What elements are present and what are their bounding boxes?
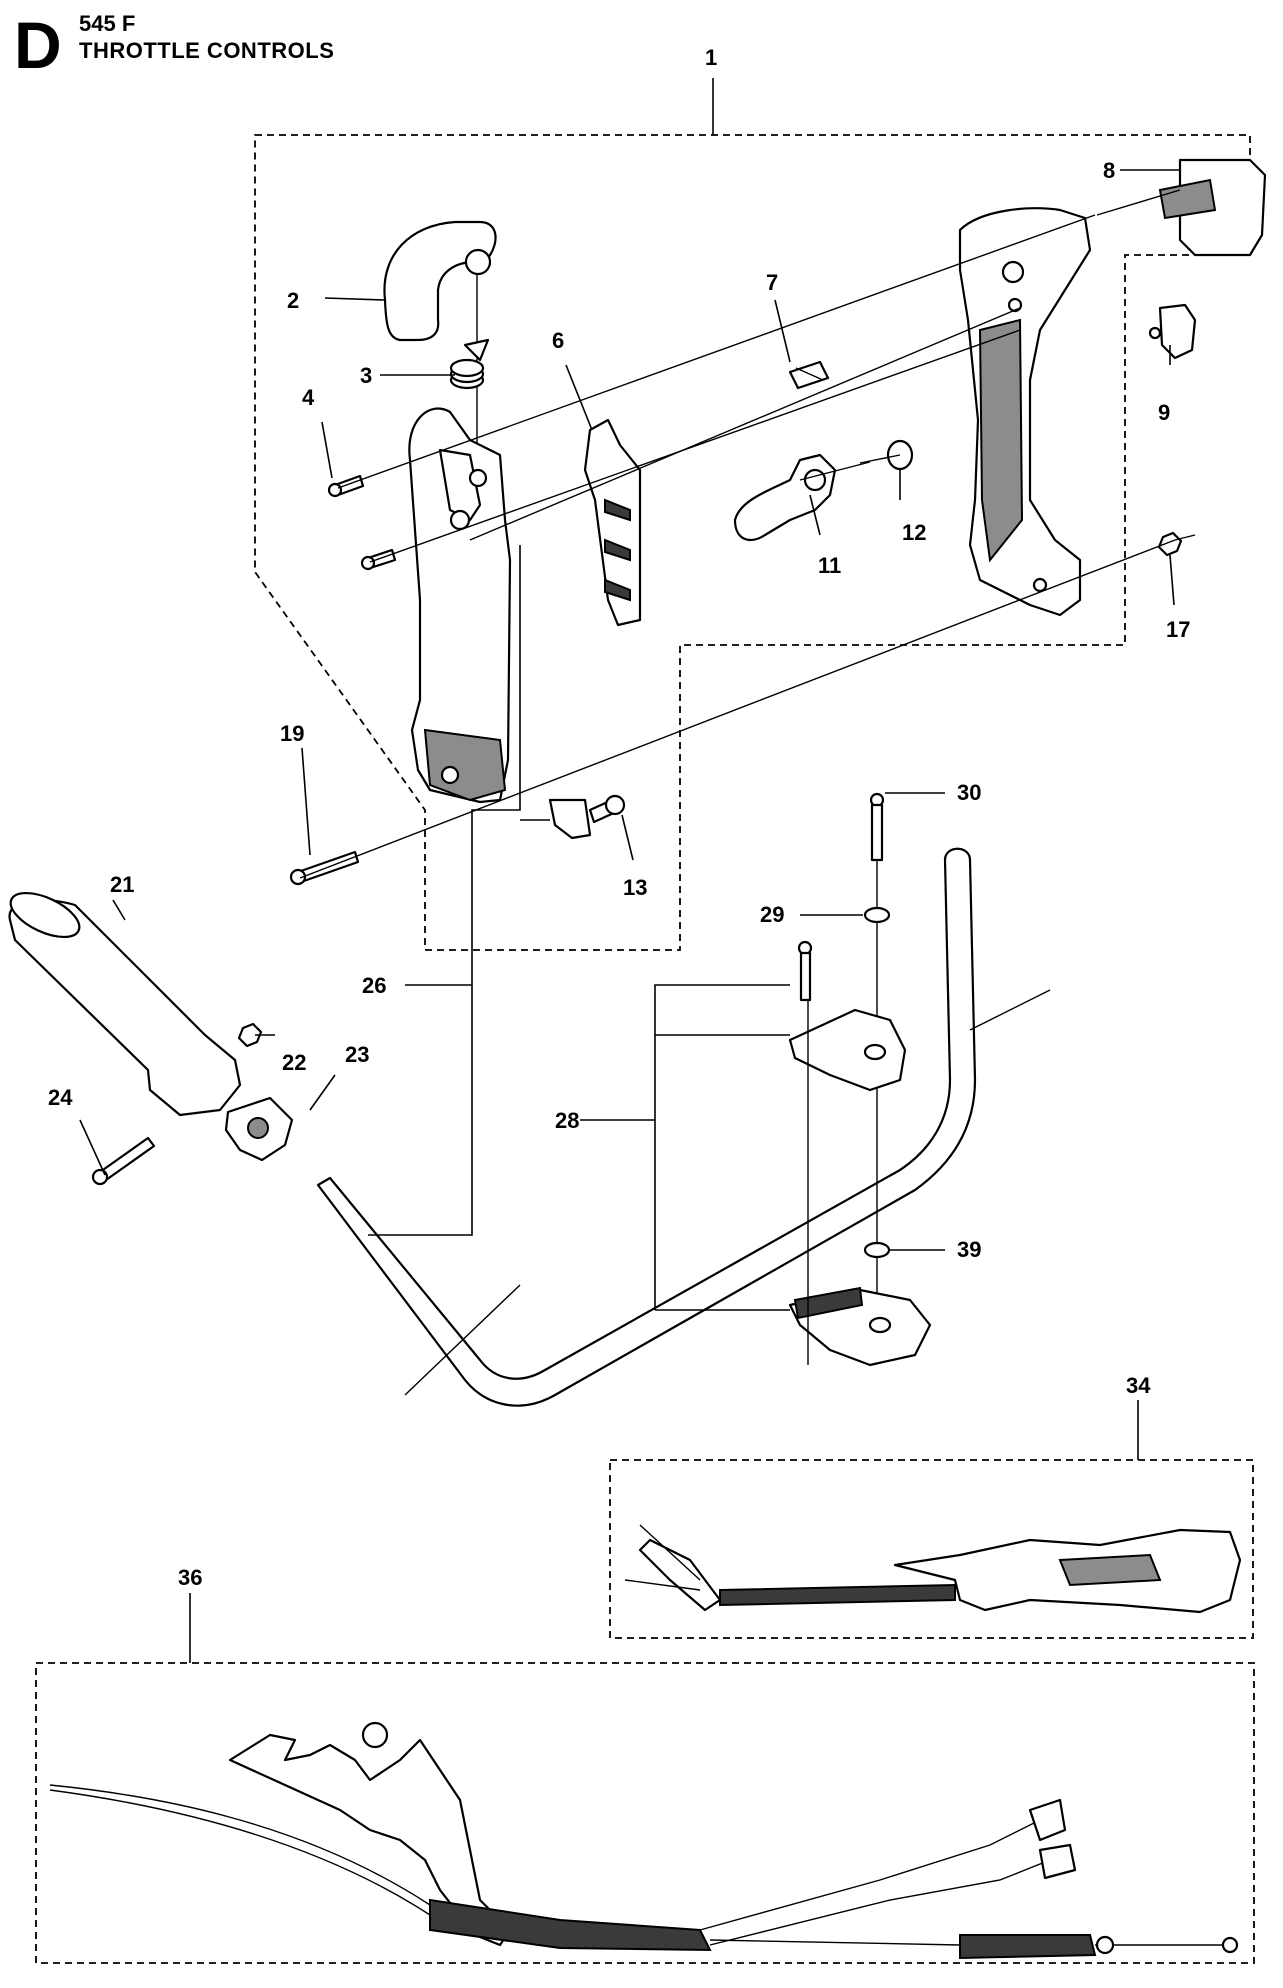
part-4-screws — [327, 474, 397, 571]
part-17-nut — [1157, 531, 1183, 557]
callout-1: 1 — [705, 45, 717, 70]
part-30-bolt — [869, 792, 885, 862]
group-34-outline — [609, 1459, 1254, 1639]
callout-6: 6 — [552, 328, 564, 353]
callout-23: 23 — [345, 1042, 369, 1067]
callout-17: 17 — [1166, 617, 1190, 642]
callout-9: 9 — [1158, 400, 1170, 425]
part-9-switch — [1148, 303, 1197, 360]
callout-26: 26 — [362, 973, 386, 998]
callout-28: 28 — [555, 1108, 579, 1133]
part-29-washer — [863, 906, 891, 924]
callout-2: 2 — [287, 288, 299, 313]
part-13-clip — [548, 794, 626, 840]
callout-36: 36 — [178, 1565, 202, 1590]
part-24-screw — [91, 1136, 156, 1186]
leader-19 — [301, 747, 311, 856]
callout-12: 12 — [902, 520, 926, 545]
callout-21: 21 — [110, 872, 134, 897]
callout-30: 30 — [957, 780, 981, 805]
part-28-clamp — [788, 940, 932, 1367]
leader-26 — [368, 984, 473, 1236]
callout-34: 34 — [1126, 1373, 1151, 1398]
model-name: 545 F — [79, 11, 136, 36]
callout-8: 8 — [1103, 158, 1115, 183]
part-6-trigger — [583, 418, 642, 627]
left-handle-half — [408, 407, 512, 804]
callout-22: 22 — [282, 1050, 306, 1075]
leader-26b — [471, 545, 521, 985]
leader-4 — [321, 421, 333, 479]
section-letter: D — [14, 8, 62, 82]
section-title: THROTTLE CONTROLS — [79, 38, 335, 63]
part-39-washer — [863, 1241, 891, 1259]
callout-19: 19 — [280, 721, 304, 746]
leader-28b — [654, 984, 790, 1310]
leader-11 — [809, 494, 821, 536]
callout-24: 24 — [48, 1085, 73, 1110]
part-36-cable-assembly — [49, 1721, 1239, 1960]
right-handle-half — [958, 207, 1092, 617]
part-23-knob — [224, 1096, 294, 1162]
leader-23 — [309, 1074, 336, 1111]
callout-3: 3 — [360, 363, 372, 388]
part-34-assembly — [624, 1524, 1242, 1614]
part-8-grip-cover — [1158, 158, 1267, 257]
part-11-lockout-lever — [733, 453, 837, 542]
part-12-pin — [859, 439, 914, 471]
callout-4: 4 — [302, 385, 315, 410]
part-22-nut — [237, 1022, 263, 1048]
callout-11: 11 — [818, 553, 841, 578]
callout-13: 13 — [623, 875, 647, 900]
callout-39: 39 — [957, 1237, 981, 1262]
leader-2 — [324, 297, 386, 301]
loop-handle-tube — [316, 847, 977, 1407]
leader-21 — [112, 899, 126, 921]
part-21-grip — [8, 891, 242, 1117]
leader-6 — [565, 364, 593, 431]
group-36-outline — [35, 1662, 1255, 1964]
leader-7 — [774, 299, 791, 363]
leader-24 — [79, 1119, 106, 1176]
leader-13 — [621, 814, 634, 861]
leader-17 — [1169, 554, 1175, 606]
callout-29: 29 — [760, 902, 784, 927]
part-3-spring — [449, 338, 490, 390]
part-7-spring — [788, 360, 830, 390]
callout-7: 7 — [766, 270, 778, 295]
